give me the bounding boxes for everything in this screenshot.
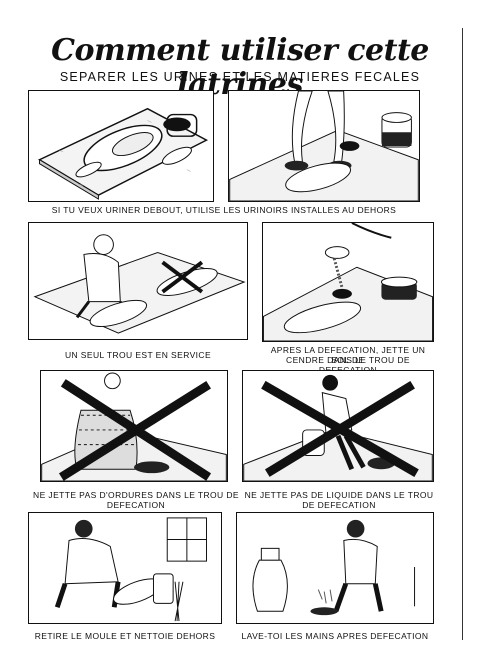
panel-ash-pouring <box>262 222 434 342</box>
panel-no-garbage <box>40 370 228 482</box>
caption-row2-right-1: APRES LA DEFECATION, JETTE UN BOL DE <box>270 345 426 365</box>
caption-row1: SI TU VEUX URINER DEBOUT, UTILISE LES UR… <box>51 205 397 215</box>
caption-row3-right-2: DE DEFECATION <box>302 500 376 510</box>
caption-row3-left-2: DEFECATION <box>106 500 166 510</box>
caption-row3-right-1: NE JETTE PAS DE LIQUIDE DANS LE TROU <box>244 490 434 500</box>
panel-remove-mould <box>28 512 222 624</box>
caption-row3-left-1: NE JETTE PAS D'ORDURES DANS LE TROU DE <box>33 490 239 500</box>
panel-no-liquid <box>242 370 434 482</box>
caption-row4-right: LAVE-TOI LES MAINS APRES DEFECATION <box>241 631 429 641</box>
caption-row2-left: UN SEUL TROU EST EN SERVICE <box>64 350 212 360</box>
panel-latrine-slab <box>28 90 214 202</box>
panel-wash-hands <box>236 512 434 624</box>
page-edge-line <box>462 28 463 640</box>
page-title: Comment utiliser cette latrines <box>51 33 429 102</box>
caption-row4-left: RETIRE LE MOULE ET NETTOIE DEHORS <box>34 631 216 641</box>
latrine-slab-illustration <box>37 107 209 200</box>
panel-single-hole <box>28 222 248 340</box>
page-subtitle: SEPARER LES URINES ET LES MATIERES FECAL… <box>59 70 421 84</box>
panel-feet-on-slab <box>228 90 420 202</box>
